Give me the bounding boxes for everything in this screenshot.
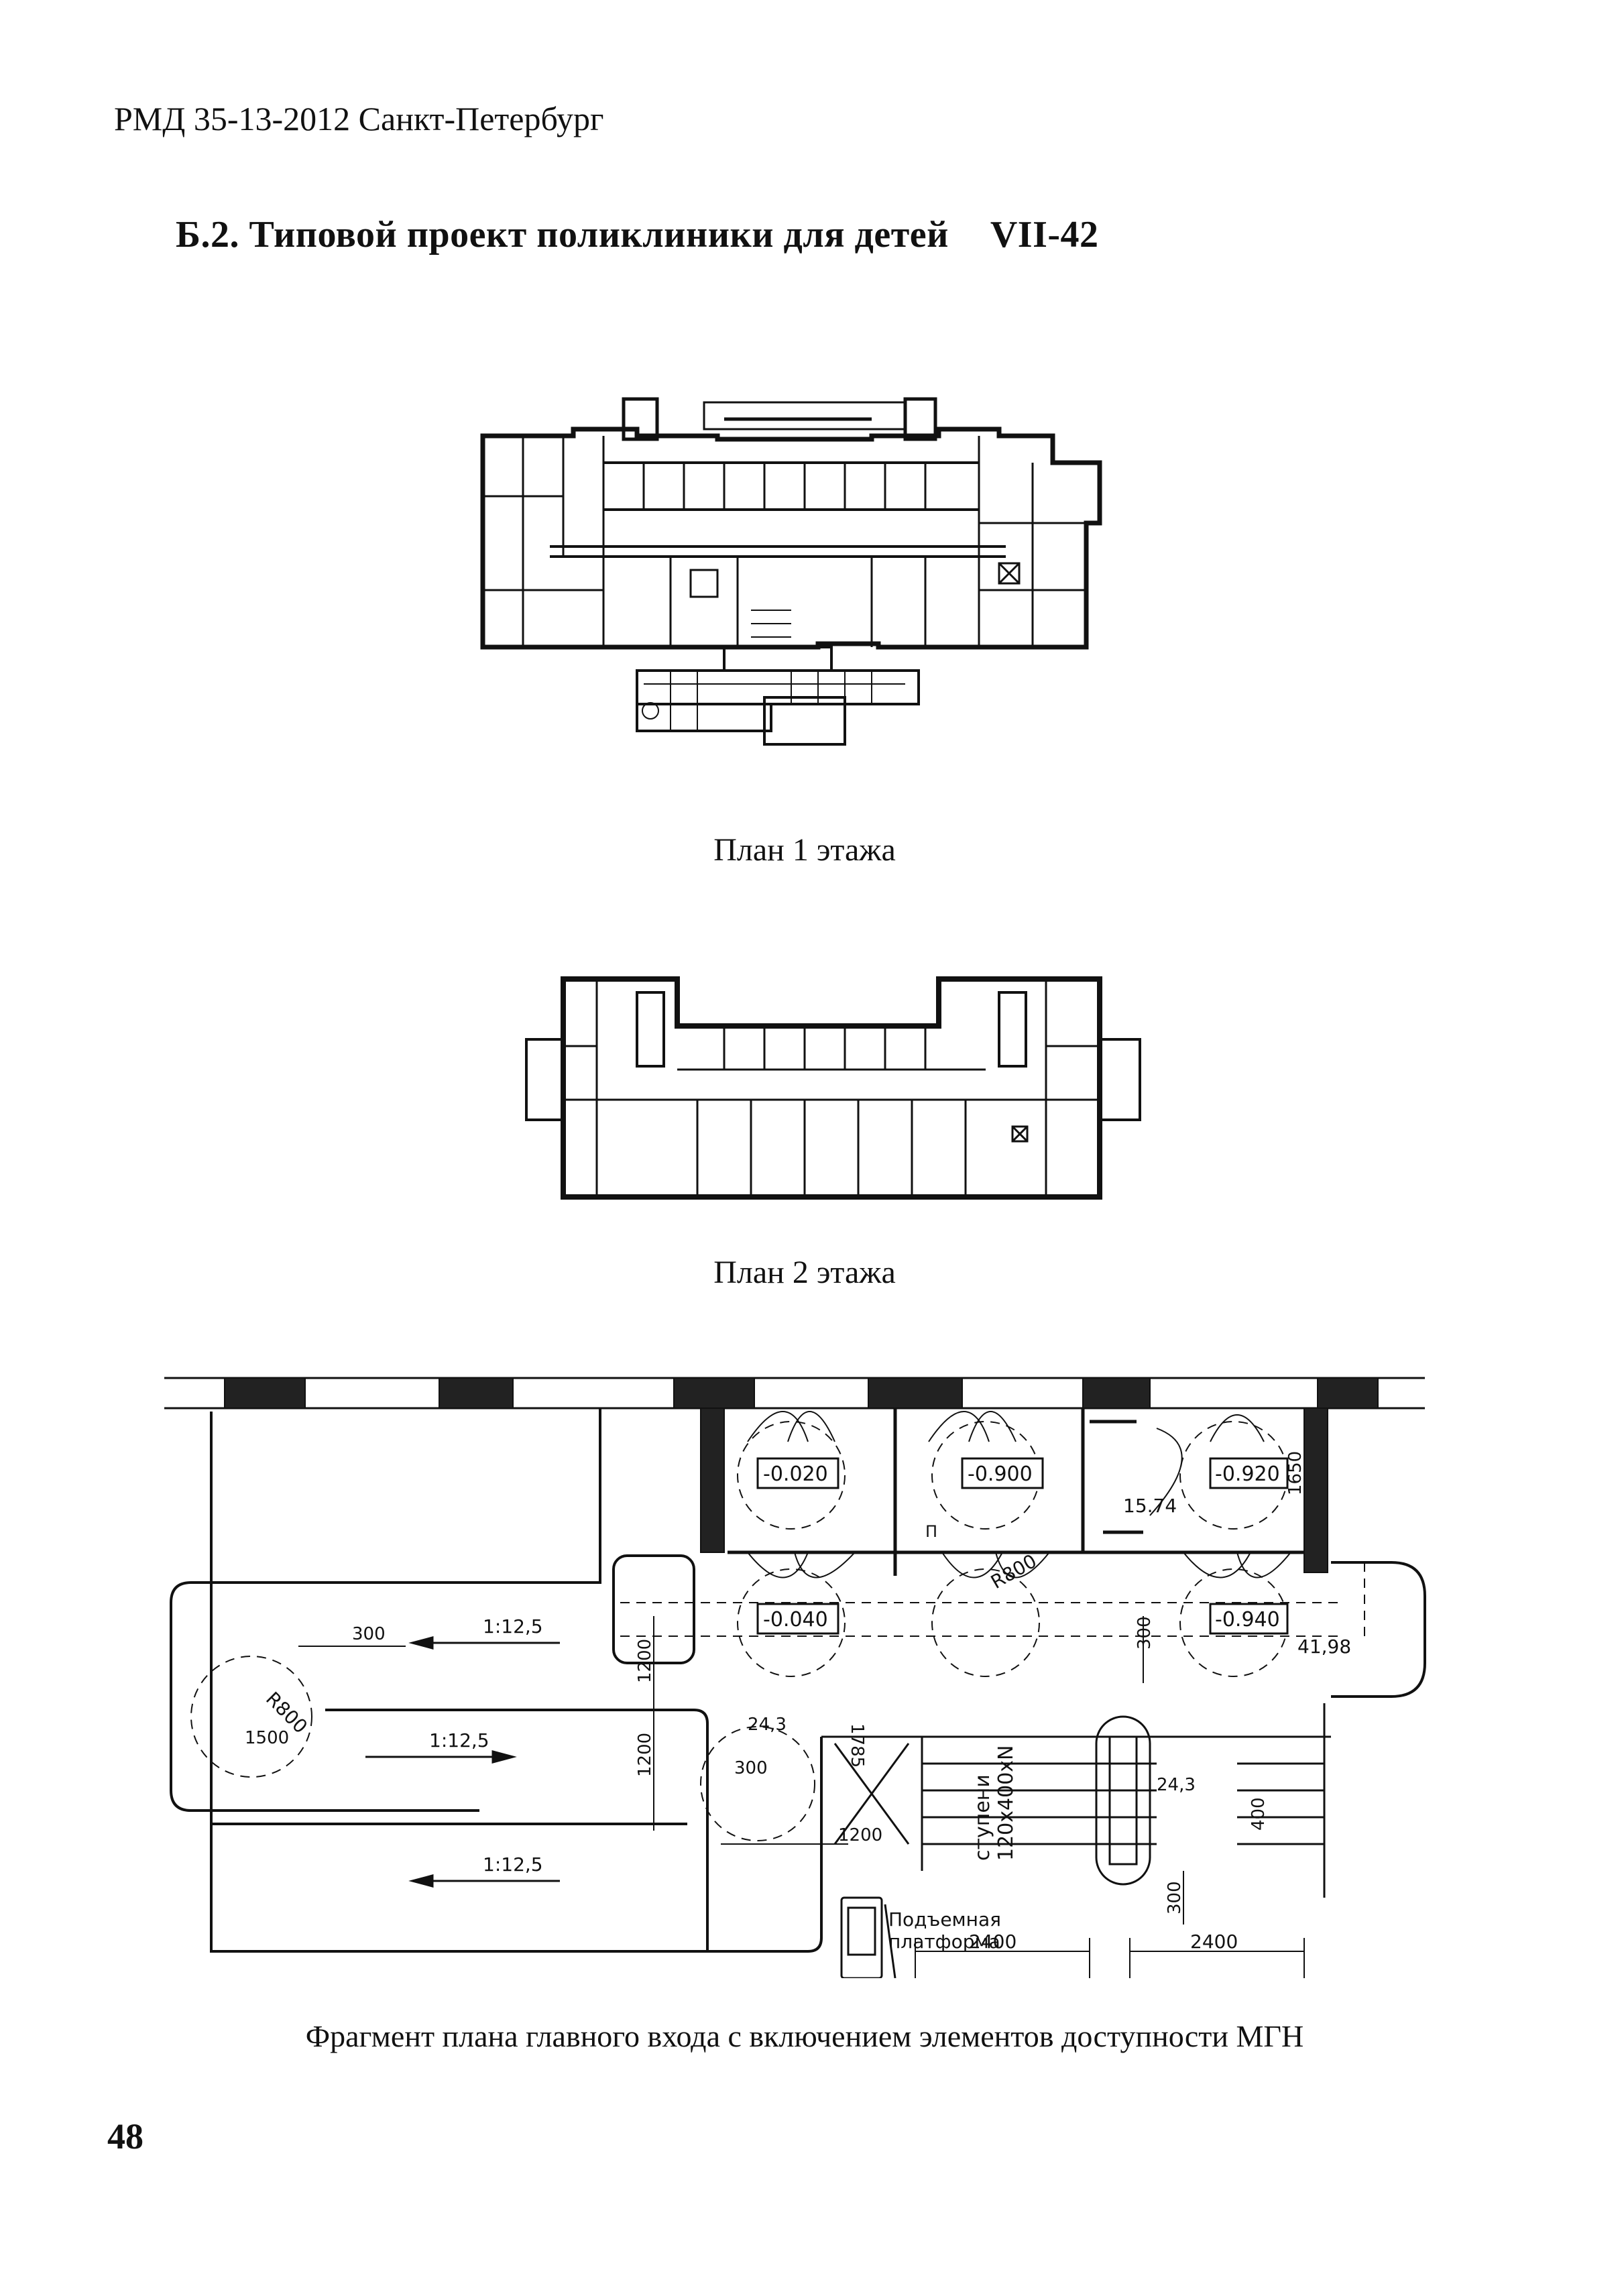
dim-label-2400a: 2400 xyxy=(969,1931,1017,1953)
dim-label-1650: 1650 xyxy=(1285,1451,1306,1495)
dim-label-243a: 24,3 xyxy=(748,1715,787,1735)
figure-2-caption: План 2 этажа xyxy=(713,1255,896,1290)
page-number: 48 xyxy=(107,2116,143,2157)
radius-label-b: R800 xyxy=(987,1550,1041,1593)
ramp-slope-3: 1:12,5 xyxy=(483,1853,543,1876)
figure-3-caption: Фрагмент плана главного входа с включени… xyxy=(305,2019,1304,2053)
diameter-label: 1500 xyxy=(245,1728,289,1748)
steps-label: ступени xyxy=(971,1774,994,1861)
second-floor-plan xyxy=(525,976,1141,1200)
dim-label-300a: 300 xyxy=(352,1624,386,1644)
platform-label-1: Подъемная xyxy=(888,1908,1001,1931)
level-label-e: -0.940 xyxy=(1215,1608,1280,1631)
platform-label-2: платформа xyxy=(888,1931,1000,1953)
dim-label-2400b: 2400 xyxy=(1190,1931,1238,1953)
dim-label-4198: 41,98 xyxy=(1297,1635,1351,1658)
level-label-d: -0.040 xyxy=(763,1608,828,1631)
mark-p-label: П xyxy=(925,1522,937,1541)
steps-size-label: 120x400xN xyxy=(994,1745,1018,1861)
level-label-c: -0.920 xyxy=(1215,1462,1280,1486)
figure-1-caption: План 1 этажа xyxy=(713,832,896,868)
dim-label-1785: 1785 xyxy=(847,1723,867,1768)
level-label-a: -0.020 xyxy=(763,1462,828,1486)
ramp-slope-2: 1:12,5 xyxy=(429,1729,489,1752)
dim-label-1574: 15.74 xyxy=(1123,1495,1177,1517)
dim-label-300b: 300 xyxy=(734,1758,768,1778)
project-code: VII-42 xyxy=(990,214,1099,255)
dim-label-300d: 300 xyxy=(1165,1881,1185,1914)
entrance-fragment-plan: -0.020 -0.900 -0.920 -0.040 -0.940 15.74… xyxy=(164,1377,1426,1978)
section-title-text: Б.2. Типовой проект поликлиники для дете… xyxy=(176,214,949,255)
dim-label-1200c: 1200 xyxy=(838,1825,882,1845)
dim-label-400: 400 xyxy=(1249,1797,1269,1831)
level-label-b: -0.900 xyxy=(968,1462,1033,1486)
dim-label-300c: 300 xyxy=(1135,1616,1155,1650)
section-title: Б.2. Типовой проект поликлиники для дете… xyxy=(176,213,1099,256)
dim-label-243b: 24,3 xyxy=(1157,1775,1196,1795)
running-header: РМД 35-13-2012 Санкт-Петербург xyxy=(114,100,604,137)
dim-label-1200b: 1200 xyxy=(635,1733,655,1777)
dim-label-1200a: 1200 xyxy=(635,1639,655,1683)
ramp-slope-1: 1:12,5 xyxy=(483,1615,543,1638)
first-floor-plan xyxy=(480,397,1102,746)
